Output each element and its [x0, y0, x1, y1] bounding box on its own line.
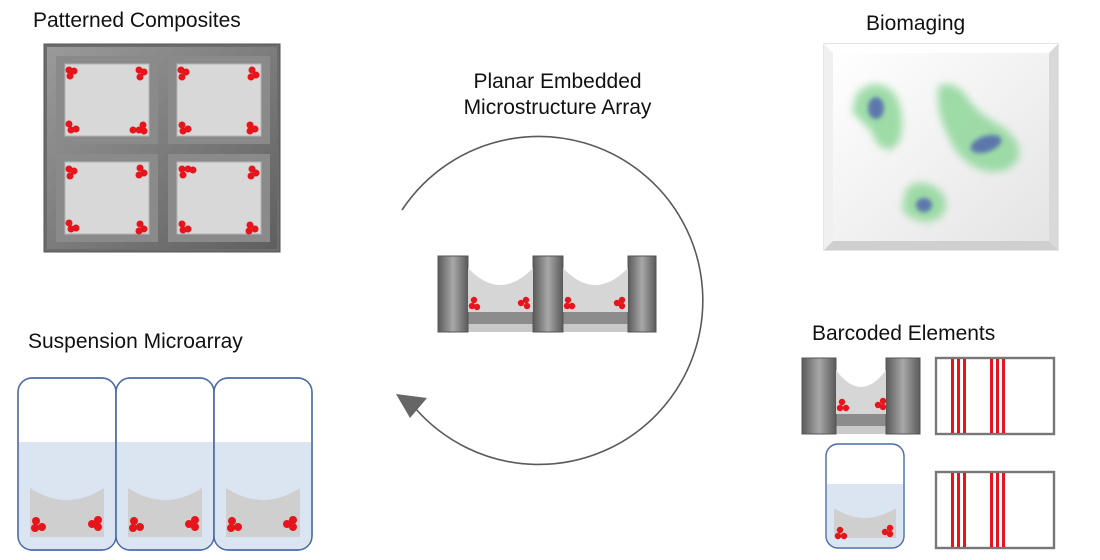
- cell-3: [902, 182, 946, 222]
- patterned-particles: [65, 66, 260, 235]
- arrowhead-icon: [396, 394, 427, 418]
- label-biomaging: Biomaging: [866, 12, 966, 35]
- barcode-2: [934, 470, 1056, 550]
- barcode-1: [934, 356, 1056, 436]
- suspension-well-2: [115, 377, 215, 551]
- suspension-microarray: [17, 377, 313, 551]
- suspension-particles: [31, 516, 297, 532]
- suspension-well-1: [17, 377, 117, 551]
- barcoded-suspension-element: [825, 443, 905, 549]
- label-barcoded-elements: Barcoded Elements: [812, 322, 996, 345]
- suspension-well-3: [213, 377, 313, 551]
- label-suspension-microarray: Suspension Microarray: [28, 330, 243, 353]
- cell-1: [852, 84, 903, 150]
- patterned-composites-grid: [43, 43, 281, 253]
- barcoded-planar-element: [801, 357, 921, 435]
- label-planar-array-line1: Planar Embedded: [473, 70, 642, 93]
- cell-2: [938, 84, 1020, 172]
- biomaging-image: [823, 43, 1059, 251]
- planar-particles: [468, 296, 626, 311]
- label-patterned-composites: Patterned Composites: [33, 9, 241, 32]
- cycle-arrow: [396, 135, 704, 466]
- label-planar-array-line2: Microstructure Array: [463, 96, 652, 119]
- barcoded-elements: [801, 356, 1056, 550]
- planar-microstructure-array: [437, 255, 657, 333]
